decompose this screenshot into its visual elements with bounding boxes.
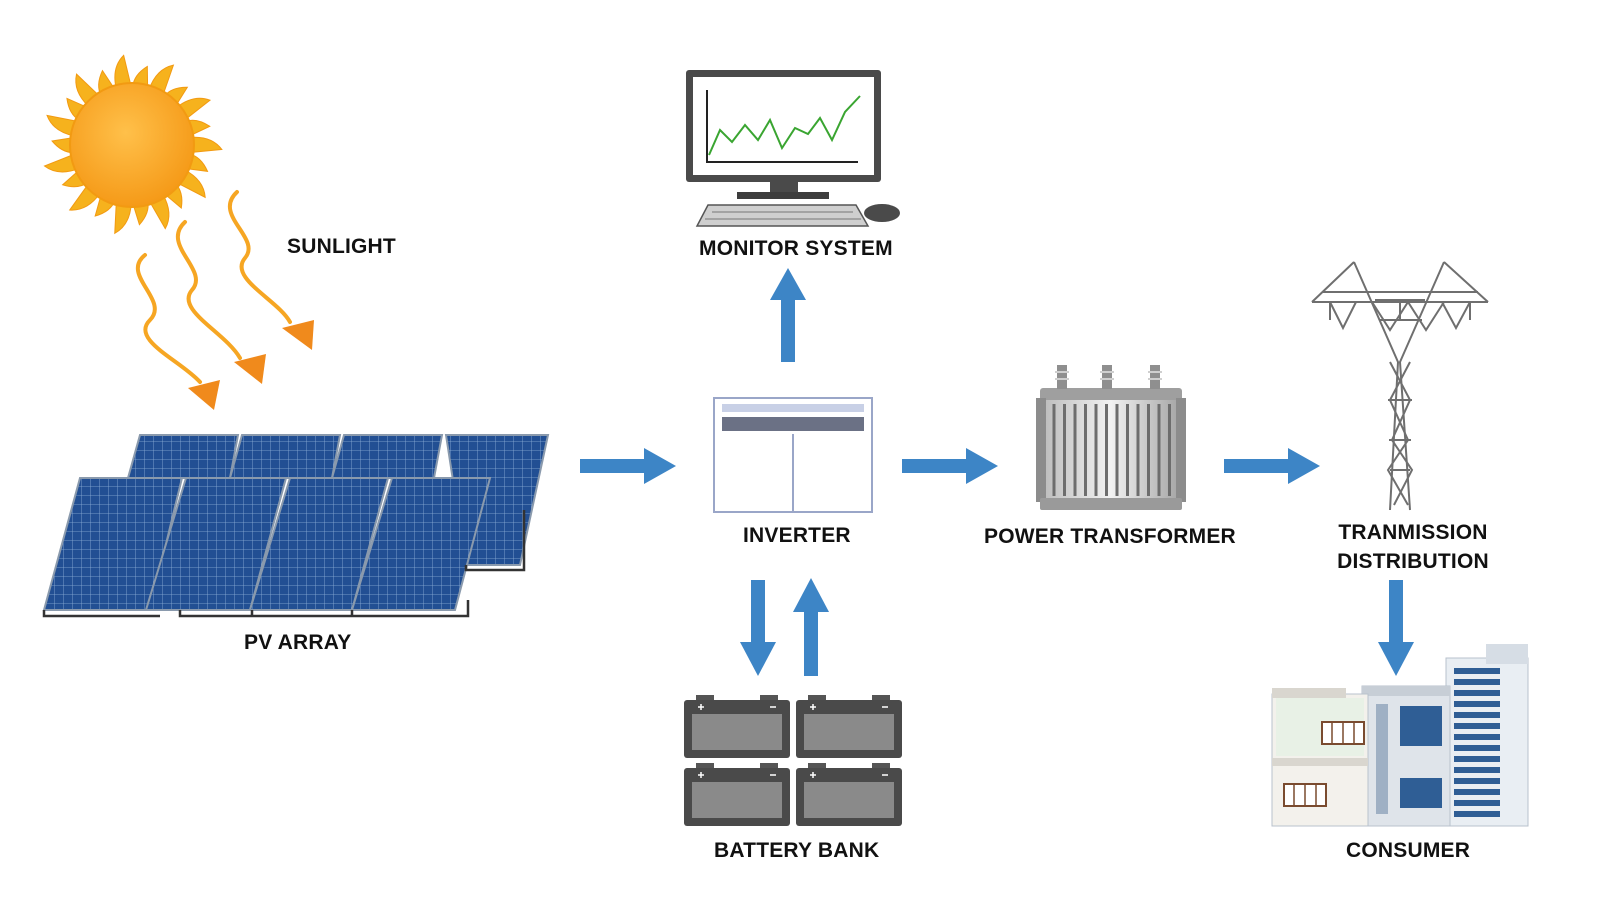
arrow-pv-to-inverter	[580, 448, 676, 484]
arrow-inverter-to-battery	[740, 580, 776, 676]
arrow-inverter-to-monitor	[770, 268, 806, 362]
transmission-tower-icon	[1311, 261, 1489, 511]
arrow-battery-to-inverter	[793, 578, 829, 676]
buildings-icon	[1271, 644, 1529, 827]
battery-bank-label: BATTERY BANK	[714, 839, 880, 862]
battery-icon	[684, 695, 902, 826]
inverter-icon	[713, 397, 873, 513]
pv-array-label: PV ARRAY	[244, 631, 352, 654]
transformer-icon	[1036, 365, 1186, 510]
monitor-icon	[686, 70, 900, 227]
arrow-inverter-to-transformer	[902, 448, 998, 484]
consumer-label: CONSUMER	[1346, 839, 1471, 862]
distribution-label: DISTRIBUTION	[1337, 550, 1489, 573]
monitor-system-label: MONITOR SYSTEM	[699, 237, 893, 260]
arrow-tower-to-consumer	[1378, 580, 1414, 676]
transmission-label: TRANMISSION	[1338, 521, 1488, 544]
sunlight-rays-icon	[135, 190, 314, 410]
sunlight-label: SUNLIGHT	[287, 235, 396, 258]
sun-icon	[43, 54, 223, 235]
solar-panel-icon	[42, 434, 550, 618]
inverter-label: INVERTER	[743, 524, 851, 547]
arrow-transformer-to-tower	[1224, 448, 1320, 484]
power-transformer-label: POWER TRANSFORMER	[984, 525, 1236, 548]
flow-arrows	[580, 268, 1414, 676]
